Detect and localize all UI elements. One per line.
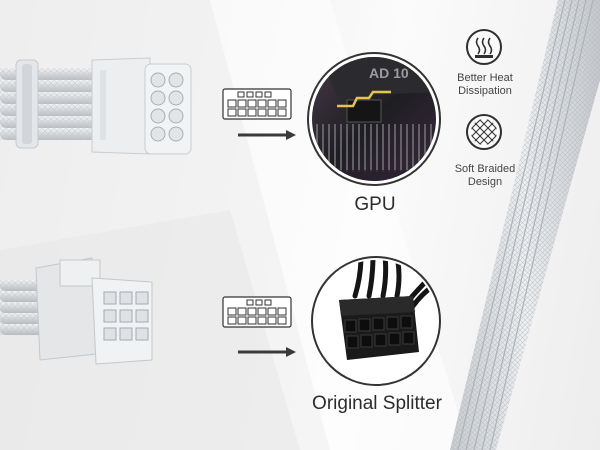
top-arrow-icon (238, 130, 296, 140)
splitter-label: Original Splitter (312, 393, 442, 414)
cable-comb (15, 59, 39, 149)
top-pin-diagram (222, 88, 292, 120)
bottom-pin-diagram (222, 296, 292, 328)
feature-heat-text: Better Heat Dissipation (457, 72, 513, 97)
top-cable-assembly (0, 57, 192, 155)
bottom-arrow-icon (238, 347, 296, 357)
top-12pin-connector (91, 57, 192, 155)
braided-cable-bundle (450, 0, 600, 450)
gpu-image: AD 10 (307, 52, 441, 186)
heat-icon (466, 29, 502, 65)
bottom-cable-assembly (0, 257, 153, 365)
braid-icon (466, 114, 502, 150)
bottom-16pin-connector (35, 257, 153, 365)
splitter-image (311, 256, 441, 386)
gpu-label: GPU (354, 194, 396, 215)
feature-braid-text: Soft Braided Design (454, 163, 516, 188)
svg-text:AD 10: AD 10 (369, 65, 409, 81)
